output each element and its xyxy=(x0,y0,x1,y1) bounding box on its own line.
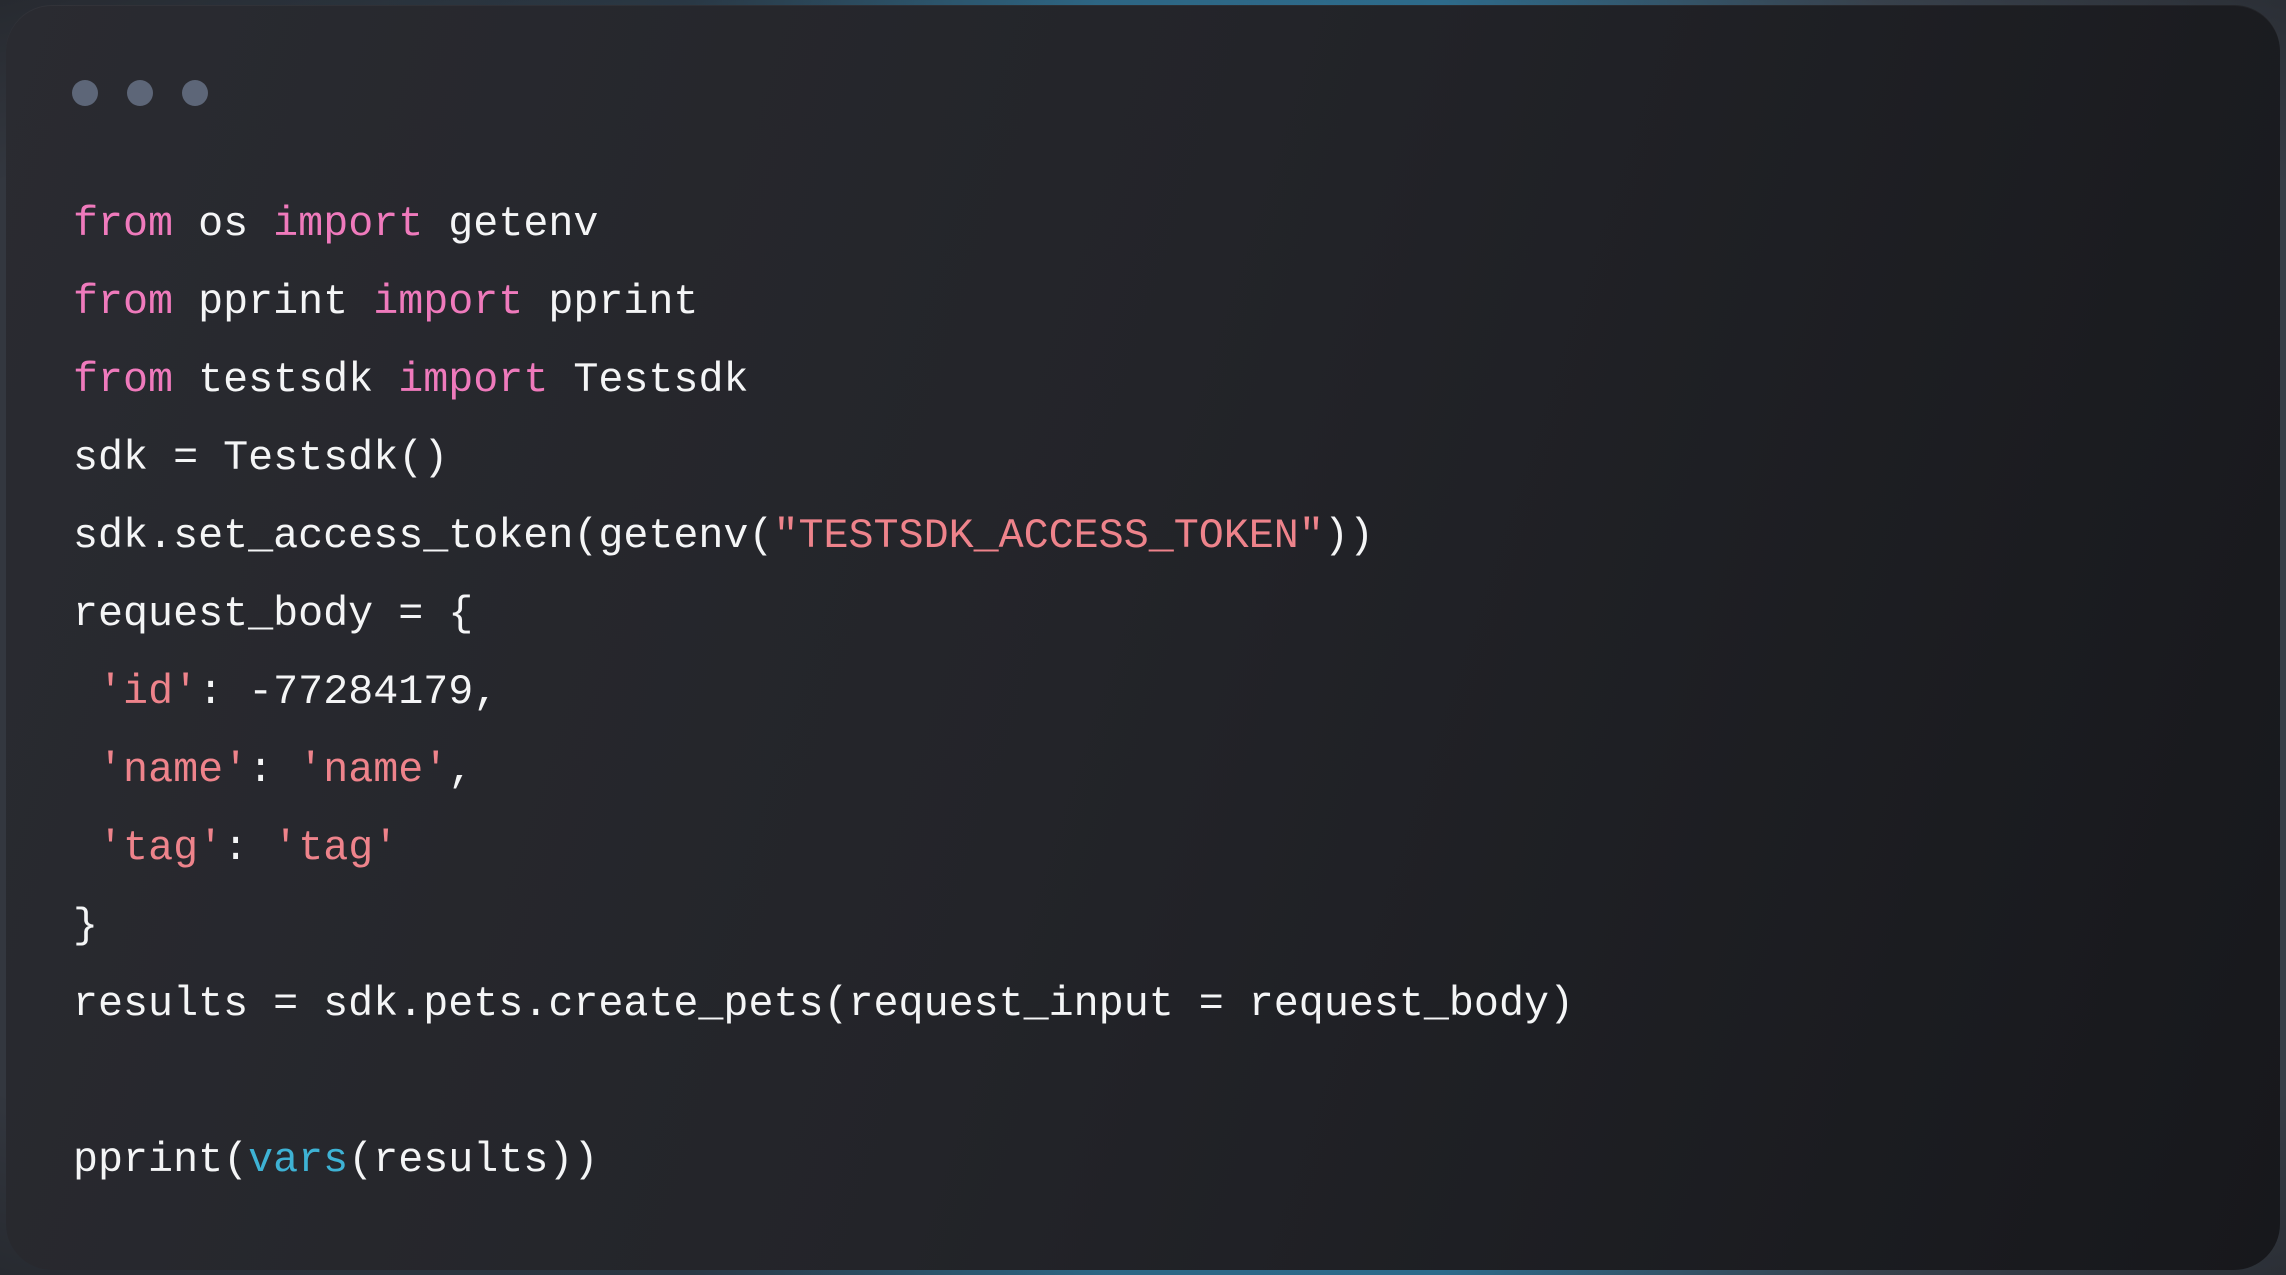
code-token-plain: request_body = { xyxy=(73,590,474,638)
code-token-plain: : -77284179, xyxy=(198,668,499,716)
code-token-string: "TESTSDK_ACCESS_TOKEN" xyxy=(773,512,1324,560)
code-token-keyword: from xyxy=(73,356,174,404)
code-token-plain: )) xyxy=(1323,512,1374,560)
code-token-plain: getenv xyxy=(423,200,599,248)
code-token-string: 'id' xyxy=(98,668,199,716)
code-line: results = sdk.pets.create_pets(request_i… xyxy=(73,965,1574,1043)
code-line: sdk.set_access_token(getenv("TESTSDK_ACC… xyxy=(73,497,1574,575)
code-token-plain: : xyxy=(248,746,299,794)
code-token-plain: : xyxy=(223,824,274,872)
code-token-plain: pprint xyxy=(173,278,374,326)
code-token-keyword: import xyxy=(398,356,549,404)
code-token-plain xyxy=(73,668,98,716)
code-token-plain: results = sdk.pets.create_pets(request_i… xyxy=(73,980,1574,1028)
code-token-string: 'tag' xyxy=(273,824,399,872)
code-token-builtin: vars xyxy=(248,1136,349,1184)
code-token-keyword: import xyxy=(373,278,524,326)
code-token-plain: (results)) xyxy=(348,1136,599,1184)
code-token-plain: , xyxy=(448,746,474,794)
code-line: request_body = { xyxy=(73,575,1574,653)
code-token-keyword: from xyxy=(73,200,174,248)
code-line: 'id': -77284179, xyxy=(73,653,1574,731)
code-token-plain: pprint( xyxy=(73,1136,249,1184)
code-token-plain: os xyxy=(173,200,274,248)
code-line: pprint(vars(results)) xyxy=(73,1121,1574,1199)
code-token-string: 'name' xyxy=(98,746,249,794)
code-token-keyword: import xyxy=(273,200,424,248)
code-line xyxy=(73,1043,1574,1121)
code-token-string: 'name' xyxy=(298,746,449,794)
code-token-plain: Testsdk xyxy=(548,356,749,404)
window-control-dot xyxy=(127,80,153,106)
code-line: sdk = Testsdk() xyxy=(73,419,1574,497)
code-token-plain xyxy=(73,824,98,872)
code-token-keyword: from xyxy=(73,278,174,326)
window-controls xyxy=(72,80,208,106)
code-token-plain: sdk.set_access_token(getenv( xyxy=(73,512,774,560)
code-line: 'tag': 'tag' xyxy=(73,809,1574,887)
code-token-plain: } xyxy=(73,902,99,950)
window-control-dot xyxy=(72,80,98,106)
code-line: from os import getenv xyxy=(73,185,1574,263)
code-line: } xyxy=(73,887,1574,965)
code-token-plain: sdk = Testsdk() xyxy=(73,434,449,482)
window-control-dot xyxy=(182,80,208,106)
code-line: from pprint import pprint xyxy=(73,263,1574,341)
code-line: from testsdk import Testsdk xyxy=(73,341,1574,419)
code-token-string: 'tag' xyxy=(98,824,224,872)
code-token-plain: pprint xyxy=(523,278,699,326)
code-line: 'name': 'name', xyxy=(73,731,1574,809)
code-token-plain xyxy=(73,746,98,794)
code-token-plain: testsdk xyxy=(173,356,399,404)
